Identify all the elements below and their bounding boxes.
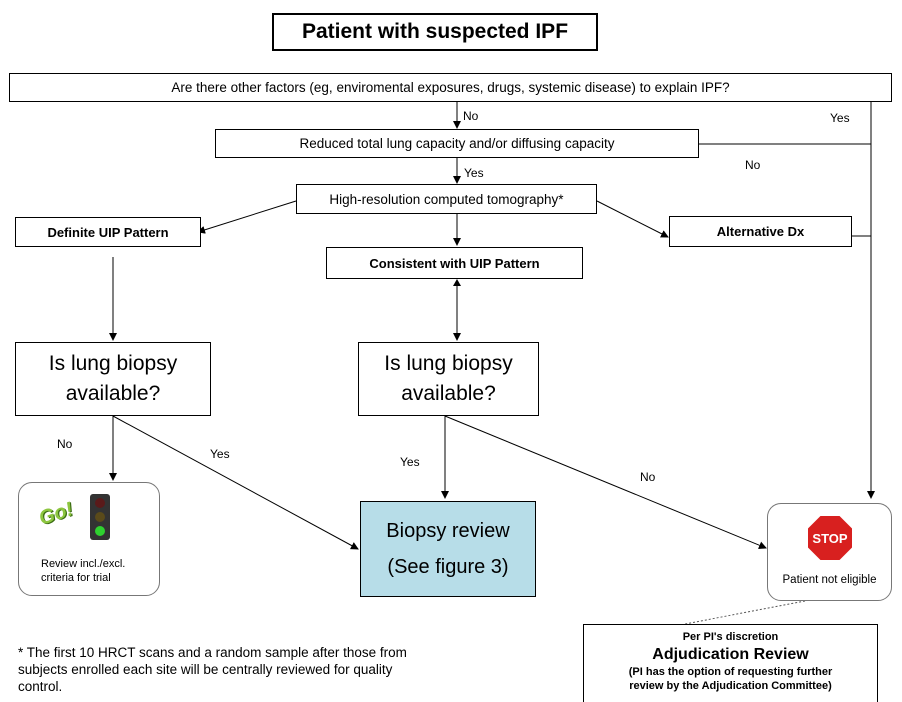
biopsy-review-line: (See figure 3) (387, 556, 509, 578)
edge-hrct-to-definite (197, 200, 297, 234)
edge-center-no (444, 415, 767, 550)
stop-sign-text: STOP (812, 531, 847, 546)
edge-label-yes: Yes (464, 166, 484, 180)
edge-label-yes: Yes (400, 455, 420, 469)
biopsy-question-line: Is lung biopsy (48, 352, 178, 375)
node-alternative-dx: Alternative Dx (669, 216, 852, 247)
footnote-line: control. (18, 679, 63, 694)
edge-label-yes: Yes (830, 111, 850, 125)
edge-label-no: No (640, 470, 656, 484)
page-title: Patient with suspected IPF (272, 13, 598, 51)
node-definite-uip: Definite UIP Pattern (15, 217, 201, 247)
adjudication-heading: Adjudication Review (652, 646, 809, 663)
node-review-criteria: Go! Review incl./excl. criteria for tria… (18, 482, 160, 596)
go-icon: Go! (36, 498, 76, 530)
review-criteria-line: Review incl./excl. (41, 558, 126, 570)
edge-left-yes (112, 415, 359, 550)
footnote: * The first 10 HRCT scans and a random s… (18, 644, 407, 695)
edge-hrct-to-alt (596, 200, 669, 238)
edge-label-yes: Yes (210, 447, 230, 461)
footnote-line: * The first 10 HRCT scans and a random s… (18, 645, 407, 660)
biopsy-question-line: Is lung biopsy (384, 352, 513, 375)
node-not-eligible: STOP Patient not eligible (767, 503, 892, 601)
biopsy-review-line: Biopsy review (386, 520, 510, 542)
node-biopsy-review: Biopsy review (See figure 3) (360, 501, 536, 597)
footnote-line: subjects enrolled each site will be cent… (18, 662, 393, 677)
node-hrct: High-resolution computed tomography* (296, 184, 597, 214)
biopsy-question-line: available? (65, 382, 161, 405)
node-adjudication-review: Per PI's discretion Adjudication Review … (583, 624, 878, 702)
node-reduced-capacity: Reduced total lung capacity and/or diffu… (215, 129, 699, 158)
traffic-light-icon (90, 494, 110, 540)
edge-label-no: No (57, 437, 73, 451)
review-criteria-text: Review incl./excl. criteria for trial (41, 557, 125, 585)
edge-label-no: No (463, 109, 479, 123)
node-biopsy-question-center: Is lung biopsy available? (358, 342, 539, 416)
adjudication-line: (PI has the option of requesting further (628, 666, 833, 678)
review-criteria-line: criteria for trial (41, 572, 111, 584)
node-biopsy-question-left: Is lung biopsy available? (15, 342, 211, 416)
stop-sign-icon: STOP (806, 514, 854, 562)
adjudication-line: Per PI's discretion (682, 631, 779, 643)
edge-dotted-adjudication (684, 600, 806, 625)
arrowhead-up (453, 279, 461, 286)
not-eligible-text: Patient not eligible (782, 574, 877, 586)
node-consistent-uip: Consistent with UIP Pattern (326, 247, 583, 279)
node-other-factors: Are there other factors (eg, enviromenta… (9, 73, 892, 102)
edge-label-no: No (745, 158, 761, 172)
adjudication-line: review by the Adjudication Committee) (629, 680, 832, 692)
biopsy-question-line: available? (401, 382, 496, 405)
